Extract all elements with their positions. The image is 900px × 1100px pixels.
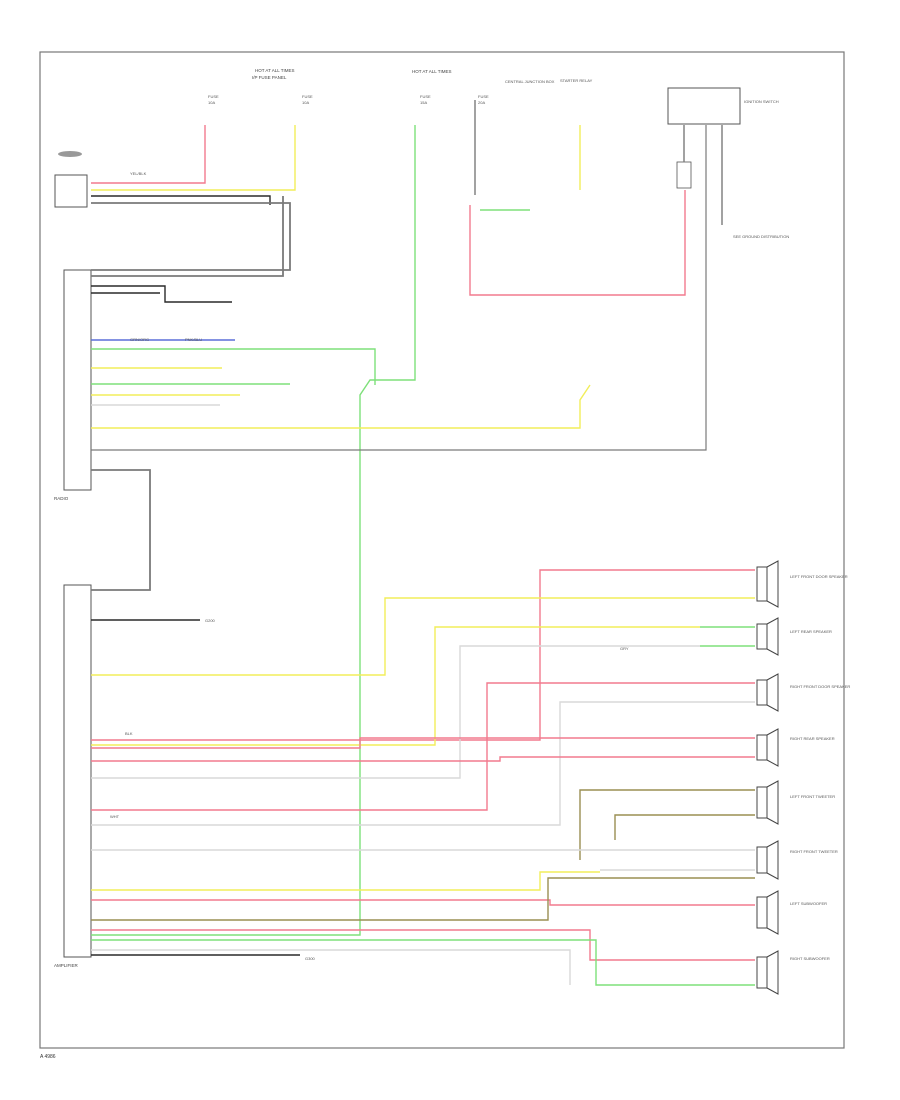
hot-all-times-label: HOT AT ALL TIMES: [412, 69, 452, 74]
ground-g-dash-label: G200: [205, 618, 216, 623]
wire-radio-green-2: [91, 125, 416, 936]
wire-amp-rf-pink: [91, 682, 755, 811]
wire-amp-lt-olive-2: [614, 814, 755, 840]
left-front-speaker-icon: [756, 560, 779, 608]
wire-radio-black-1: [91, 285, 232, 303]
antenna-box: [54, 174, 88, 208]
right-front-speaker-icon: [756, 673, 779, 712]
wire-amp-ls-olive: [91, 877, 755, 921]
wire-amp-rr-pink-2: [91, 737, 755, 749]
right-rear-speaker-label: RIGHT REAR SPEAKER: [790, 736, 835, 741]
fuse-b-amp: 15A: [420, 100, 427, 105]
ignition-switch-box: [667, 87, 741, 125]
wire-antenna-yellow: [91, 125, 296, 191]
radio-box: [63, 269, 92, 491]
relay-box: [676, 161, 692, 189]
amplifier-box: [63, 584, 92, 958]
fuse-b-label: FUSE: [420, 94, 431, 99]
wire-label-blk: BLK: [125, 731, 133, 736]
wire-amp-lf-pink: [91, 569, 755, 741]
wire-group: [91, 100, 755, 986]
wire-label-gry: GRY: [620, 646, 629, 651]
wire-label-wht: WHT: [110, 814, 120, 819]
diagram-frame: [39, 51, 845, 1049]
right-tweeter-label: RIGHT FRONT TWEETER: [790, 849, 838, 854]
wire-amp-rs-green: [91, 939, 755, 986]
fuse-d-amp: 10A: [208, 100, 215, 105]
wire-amp-lr-yellow: [91, 626, 700, 746]
right-subwoofer-icon: [756, 950, 779, 995]
fuse-c-amp: 20A: [478, 100, 485, 105]
right-sub-label: RIGHT SUBWOOFER: [790, 956, 830, 961]
fuse-c-label: FUSE: [478, 94, 489, 99]
wire-amp-rf-gray: [91, 701, 755, 826]
right-front-speaker-label: RIGHT FRONT DOOR SPEAKER: [790, 684, 850, 689]
wire-label-grn: GRN/ORG: [130, 337, 149, 342]
wire-amp-rs-gray: [91, 949, 571, 985]
starter-relay-label: STARTER RELAY: [560, 78, 593, 83]
wire-antenna-pink: [91, 125, 206, 184]
fuse-panel-heading: HOT AT ALL TIMES: [255, 68, 295, 73]
right-rear-speaker-icon: [756, 728, 779, 767]
wire-amp-rr-pink: [91, 756, 755, 762]
wire-radio-yellow-3: [91, 384, 591, 429]
antenna-icon: [58, 151, 82, 157]
wire-radio-power-gray: [91, 125, 707, 451]
wire-radio-green-1: [91, 348, 376, 385]
wire-amp-lt-olive: [579, 789, 755, 860]
see-ground-label: SEE GROUND DISTRIBUTION: [733, 234, 789, 239]
speaker-group: [756, 560, 779, 995]
fuse-d-label: FUSE: [208, 94, 219, 99]
left-rear-speaker-label: LEFT REAR SPEAKER: [790, 629, 832, 634]
wire-label-pnk: PNK/BLU: [185, 337, 202, 342]
left-sub-label: LEFT SUBWOOFER: [790, 901, 827, 906]
wire-label-ybk: YEL/BLK: [130, 171, 147, 176]
left-subwoofer-icon: [756, 890, 779, 935]
fuse-a-label: FUSE: [302, 94, 313, 99]
fuse-a-amp: 10A: [302, 100, 309, 105]
wire-shield-gray-2: [91, 196, 284, 277]
wire-amp-rs-pink: [91, 929, 755, 961]
radio-label: RADIO: [54, 496, 69, 501]
left-front-speaker-label: LEFT FRONT DOOR SPEAKER: [790, 574, 848, 579]
left-rear-speaker-icon: [756, 617, 779, 656]
wire-shield-gray: [91, 202, 291, 271]
wire-antenna-black: [91, 195, 271, 205]
fuse-panel-subheading: I/P FUSE PANEL: [252, 75, 287, 80]
amplifier-label: AMPLIFIER: [54, 963, 79, 968]
wire-radio-amp-link: [91, 469, 151, 591]
left-tweeter-icon: [756, 780, 779, 825]
wire-amp-ls-yellow: [91, 871, 600, 891]
ignition-switch-label: IGNITION SWITCH: [744, 99, 779, 104]
wire-amp-lf-yellow: [91, 597, 755, 676]
wire-amp-ls-pink: [91, 899, 755, 906]
wire-fuse-pink-ignition: [469, 190, 686, 296]
ground-g-rear-label: G300: [305, 956, 316, 961]
central-junction-label: CENTRAL JUNCTION BOX: [505, 79, 555, 84]
left-tweeter-label: LEFT FRONT TWEETER: [790, 794, 835, 799]
wire-amp-lr-gray: [91, 645, 700, 779]
figure-id: A 4986: [40, 1054, 56, 1060]
right-tweeter-icon: [756, 840, 779, 880]
